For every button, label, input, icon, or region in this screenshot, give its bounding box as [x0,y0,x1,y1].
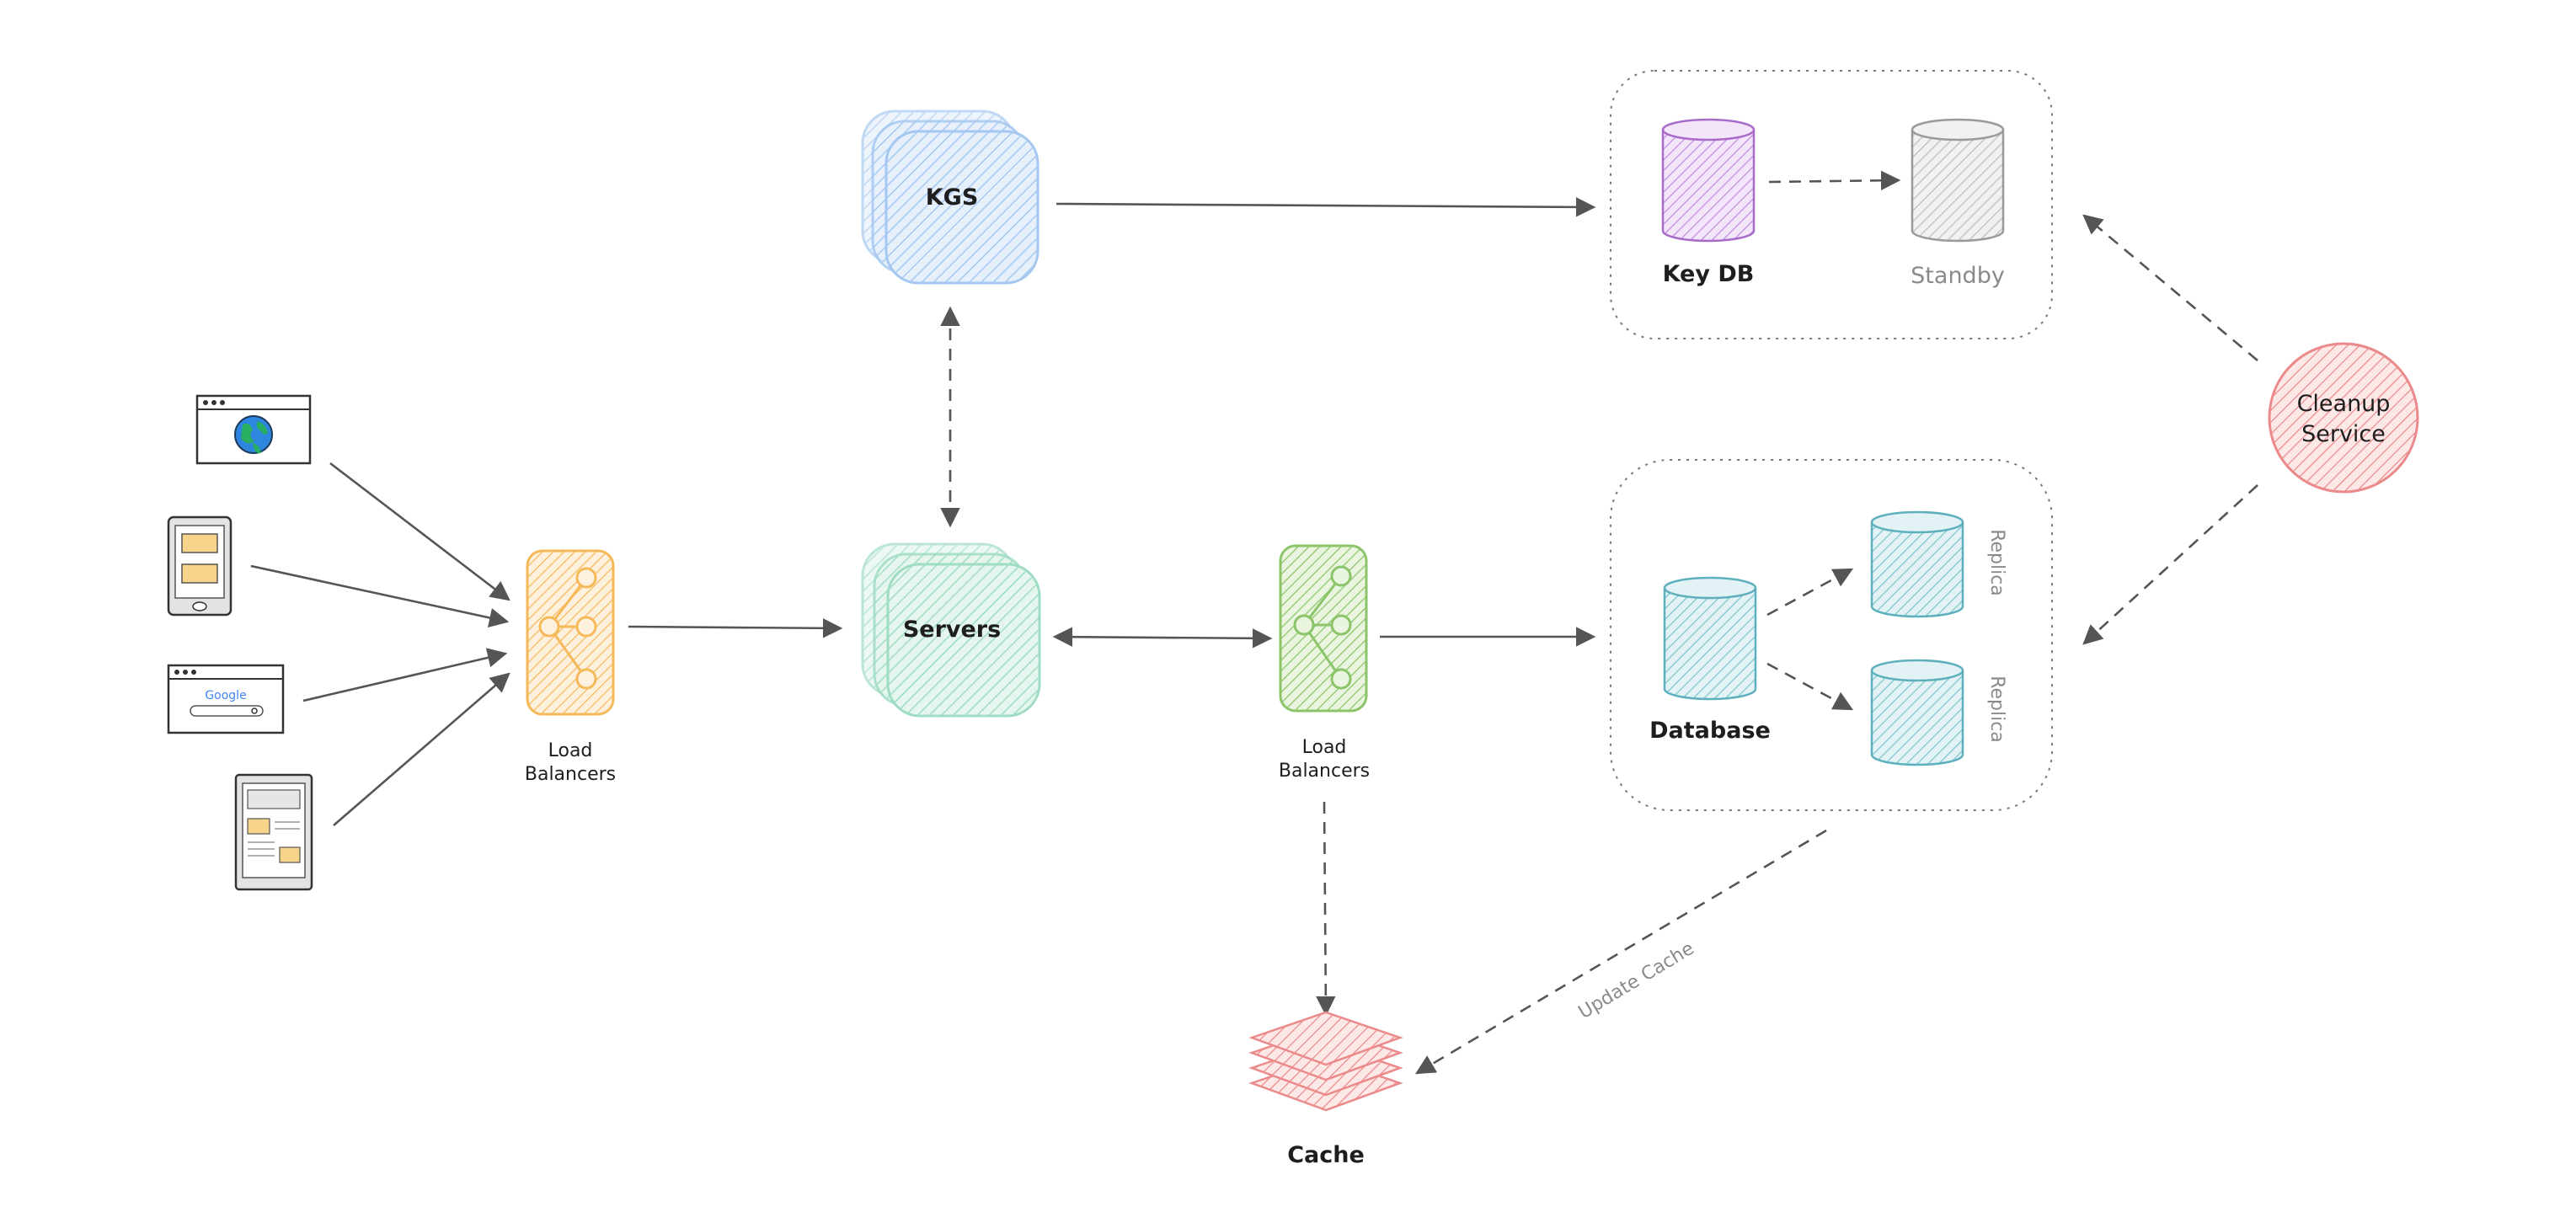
servers-label: Servers [903,617,1001,643]
edge-tablet-to-lb [333,672,510,826]
cleanup-label-line1: Cleanup [2297,391,2391,417]
standby-cylinder [1911,118,2005,243]
cleanup-service-node [2268,342,2419,494]
tablet-client-icon [234,773,313,891]
cache-label: Cache [1287,1142,1365,1168]
edge-lb-to-cache [1316,801,1336,1017]
lb-left-label-line2: Balancers [525,764,616,785]
database-label: Database [1649,718,1771,744]
servers-node [861,542,1041,718]
edge-kgs-to-keydb [1056,197,1596,217]
kgs-node [861,109,1039,285]
load-balancer-left [526,549,615,716]
edge-db-to-replica2 [1766,662,1854,711]
edge-servers-lb-mid [1052,627,1273,649]
replica-1-cylinder [1870,510,1964,618]
update-cache-label: Update Cache [1575,938,1698,1023]
search-browser-client-icon: Google [167,664,285,734]
mobile-phone-client-icon [167,515,232,617]
load-balancer-mid [1279,544,1368,713]
lb-left-label-line1: Load [548,740,593,761]
web-browser-client-icon [195,394,312,465]
standby-label: Standby [1911,263,2005,289]
edge-search-to-lb [302,648,508,702]
edge-lb-to-servers [628,618,843,638]
edge-cleanup-to-database [2082,484,2258,645]
kgs-label: KGS [926,184,979,211]
edge-cleanup-to-keydb [2082,214,2258,361]
edge-update-cache [1414,829,1827,1075]
key-db-label: Key DB [1663,261,1755,287]
replica-2-cylinder [1870,659,1964,766]
database-cylinder [1663,576,1757,701]
edge-keydb-to-standby [1768,170,1901,190]
key-db-cylinder [1661,118,1756,243]
lb-mid-label-line1: Load [1302,737,1347,758]
key-db-group [1610,70,2053,339]
edge-mobile-to-lb [250,564,510,627]
edge-db-to-replica1 [1766,568,1854,617]
google-logo-text: Google [205,689,246,702]
cache-node [1248,1011,1403,1112]
lb-mid-label-line2: Balancers [1279,761,1370,782]
replica-2-label: Replica [1986,675,2007,743]
cleanup-label-line2: Service [2301,421,2386,447]
edge-web-to-lb [329,462,510,601]
replica-1-label: Replica [1986,529,2007,596]
database-group [1610,459,2053,811]
